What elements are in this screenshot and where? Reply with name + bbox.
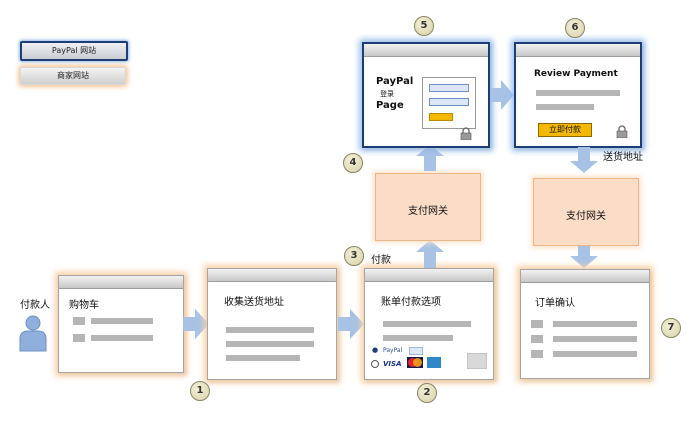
review-line [536, 104, 594, 110]
arrow-gateway-to-confirm [570, 246, 598, 268]
billing-window: 账单付款选项 ● PayPal VISA [364, 268, 494, 380]
mastercard-logo-icon [407, 357, 423, 368]
shipping-window: 收集送货地址 [207, 268, 337, 380]
paypal-logo-icon [409, 347, 423, 355]
login-button[interactable] [429, 113, 453, 121]
arrow-shipping-to-billing [338, 309, 364, 339]
radio-paypal-icon[interactable]: ● [372, 346, 379, 354]
confirm-item-thumb [531, 320, 543, 328]
cart-title: 购物车 [69, 300, 99, 311]
payment-gateway-right-label: 支付网关 [566, 211, 606, 222]
step-3-badge: 3 [344, 246, 364, 266]
login-password-field[interactable] [429, 98, 469, 106]
login-form [422, 77, 476, 129]
billing-gray-block [467, 353, 487, 369]
step-2-badge: 2 [417, 383, 437, 403]
login-email-field[interactable] [429, 84, 469, 92]
confirm-item-thumb [531, 350, 543, 358]
order-confirm-title: 订单确认 [535, 298, 575, 309]
step-7-badge: 7 [661, 318, 681, 338]
shipping-title: 收集送货地址 [224, 297, 284, 308]
confirm-item-thumb [531, 335, 543, 343]
billing-line [383, 321, 471, 327]
payment-gateway-left: 支付网关 [375, 173, 481, 241]
shipping-line [226, 355, 300, 361]
legend-merchant-label: 商家网站 [57, 71, 89, 80]
billing-line [383, 335, 453, 341]
arrow-login-to-review [490, 80, 514, 110]
review-line [536, 90, 620, 96]
step-4-badge: 4 [343, 153, 363, 173]
review-title: Review Payment [534, 69, 618, 79]
payment-gateway-right: 支付网关 [533, 178, 639, 246]
cart-window-titlebar [59, 276, 183, 289]
step-5-badge: 5 [414, 16, 434, 36]
cart-item-thumb [73, 334, 85, 342]
legend-paypal-label: PayPal 网站 [51, 46, 97, 55]
paypal-login-title-1: PayPal [376, 76, 414, 87]
paypal-login-window: PayPal 登录 Page [362, 42, 490, 148]
cart-item-thumb [73, 317, 85, 325]
arrow-billing-to-gateway [416, 240, 444, 268]
person-icon [19, 315, 47, 352]
step-1-badge: 1 [190, 381, 210, 401]
amex-logo-icon [427, 357, 441, 368]
pay-label: 付款 [371, 255, 391, 266]
paypal-login-title-3: Page [376, 100, 404, 111]
step-6-badge: 6 [565, 18, 585, 38]
billing-title: 账单付款选项 [381, 297, 441, 308]
paypal-login-title-2: 登录 [380, 90, 394, 98]
shipping-address-label: 送货地址 [603, 152, 643, 163]
arrow-cart-to-shipping [183, 309, 209, 339]
radio-card-icon[interactable] [371, 360, 379, 368]
billing-window-titlebar [365, 269, 493, 282]
visa-logo: VISA [383, 360, 402, 368]
pay-now-button[interactable]: 立即付款 [538, 123, 592, 137]
paypal-option-label: PayPal [383, 347, 403, 354]
order-confirm-titlebar [521, 270, 649, 283]
shipping-line [226, 341, 314, 347]
order-confirm-window: 订单确认 [520, 269, 650, 379]
review-payment-window: Review Payment 立即付款 [514, 42, 642, 148]
lock-icon [616, 125, 628, 138]
payer-label: 付款人 [20, 300, 50, 311]
review-window-titlebar [516, 44, 640, 57]
confirm-line [553, 336, 637, 342]
confirm-line [553, 351, 637, 357]
cart-item-line [91, 335, 153, 341]
paypal-login-titlebar [364, 44, 488, 57]
confirm-line [553, 321, 637, 327]
cart-window: 购物车 [58, 275, 184, 373]
shipping-window-titlebar [208, 269, 336, 282]
cart-item-line [91, 318, 153, 324]
arrow-review-to-gateway [570, 147, 598, 173]
shipping-line [226, 327, 314, 333]
arrow-gateway-to-paypal-login [416, 145, 444, 171]
legend-paypal-site: PayPal 网站 [20, 41, 128, 61]
legend-merchant-site: 商家网站 [20, 67, 126, 85]
lock-icon [460, 127, 472, 140]
payment-gateway-left-label: 支付网关 [408, 206, 448, 217]
